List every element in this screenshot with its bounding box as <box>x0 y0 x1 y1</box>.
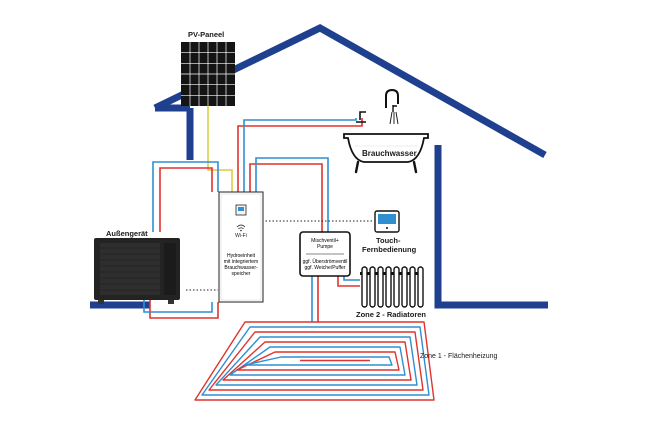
pv-panel <box>181 42 235 106</box>
pv-cable <box>207 106 233 192</box>
touch-remote-label-line2: Fernbedienung <box>362 245 417 254</box>
wifi-icon <box>236 224 246 230</box>
mixer-text-line4: ggf. Weiche/Puffer <box>304 265 346 271</box>
radiator-icon <box>360 266 424 308</box>
hydro-text-line1: Hydroeinheit <box>226 253 256 259</box>
touch-remote-icon <box>374 210 400 233</box>
mixer-text-top: Mischventil+ Pumpe <box>300 238 350 250</box>
pipe-outdoor-hot <box>159 167 213 232</box>
pipe-mixer-hot <box>249 163 323 232</box>
mixer-text-line1: Mischventil+ <box>311 238 339 244</box>
pipe-outdoor-return-cold <box>143 298 213 313</box>
hydro-text-line4: speicher <box>231 271 251 277</box>
pipe-bath-cold <box>243 118 357 192</box>
pipe-outdoor-return-hot <box>149 298 219 319</box>
hydro-unit-text: Hydroeinheit mit integriertem Brauchwass… <box>221 253 261 277</box>
outdoor-unit-label: Außengerät <box>106 229 148 238</box>
bathtub-icon <box>343 88 429 174</box>
zone2-label: Zone 2 - Radiatoren <box>356 310 427 319</box>
floor-heating-loops <box>194 321 435 401</box>
pipe-mixer-cold <box>255 157 329 232</box>
hot-water-label: Brauchwasser <box>362 149 417 158</box>
mixer-text-line2: Pumpe <box>317 244 333 250</box>
touch-remote-label-line1: Touch- <box>376 236 401 245</box>
mixer-text-line3: ggf. Überströmventil <box>302 259 348 265</box>
mixer-text-bottom: ggf. Überströmventil ggf. Weiche/Puffer <box>300 259 350 271</box>
hydro-text-line3: Brauchwasser- <box>224 265 258 271</box>
pv-panel-label: PV-Paneel <box>188 30 225 39</box>
hydro-wifi-label: Wi-Fi <box>235 233 247 239</box>
hydro-text-line2: mit integriertem <box>223 259 259 265</box>
zone1-label: Zone 1 - Flächenheizung <box>420 353 498 360</box>
outdoor-unit <box>94 238 180 304</box>
pipe-outdoor-cold <box>152 161 219 232</box>
hydro-unit <box>218 191 264 303</box>
